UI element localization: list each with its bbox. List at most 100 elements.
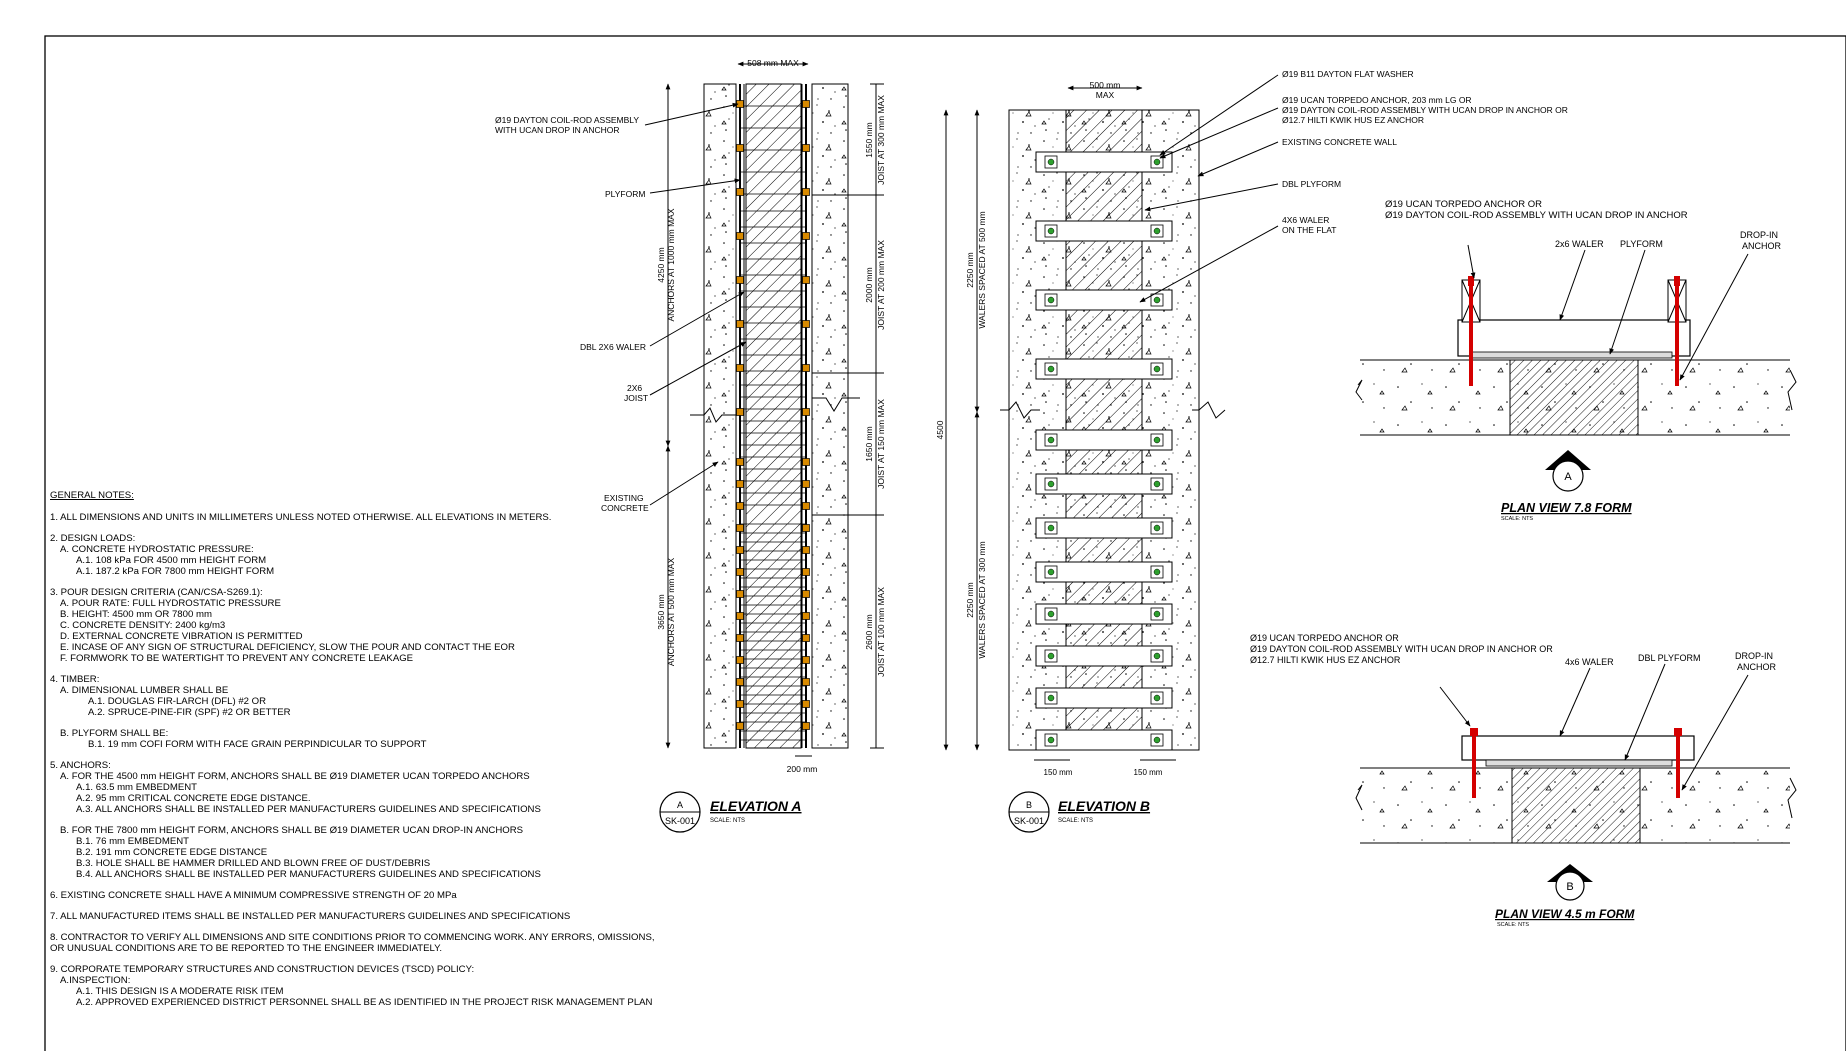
plan-a-dropin-2: ANCHOR [1742, 241, 1782, 251]
note-line: A. DIMENSIONAL LUMBER SHALL BE [60, 685, 229, 696]
general-notes-heading: GENERAL NOTES: [50, 490, 134, 501]
waler-bar [1035, 429, 1173, 451]
anchor-markers [736, 100, 810, 730]
label-joist-1: 2X6 [627, 383, 642, 393]
leader-line [1197, 141, 1279, 177]
note-line: 6. EXISTING CONCRETE SHALL HAVE A MINIMU… [50, 890, 457, 901]
note-line: A.1. THIS DESIGN IS A MODERATE RISK ITEM [76, 986, 284, 997]
note-section: 5. ANCHORS:A. FOR THE 4500 mm HEIGHT FOR… [50, 760, 690, 880]
view-marker [1545, 450, 1591, 470]
waler-bar [1035, 289, 1173, 311]
note-line: B.1. 76 mm EMBEDMENT [76, 836, 190, 847]
anchor-marker [802, 480, 810, 488]
anchor-marker [802, 188, 810, 196]
break-line [690, 407, 736, 423]
note-line: 2. DESIGN LOADS: [50, 533, 136, 544]
waler-box [1457, 319, 1691, 357]
plan-b-note-3: Ø12.7 HILTI KWIK HUS EZ ANCHOR [1250, 655, 1401, 665]
anchor-marker [802, 590, 810, 598]
leader-line [1679, 253, 1749, 381]
anchor-bolt [1153, 365, 1161, 373]
anchor-marker [802, 634, 810, 642]
leader-line [1559, 667, 1591, 737]
leader-line [1439, 686, 1471, 727]
anchor-bolt [1153, 568, 1161, 576]
note-line: A.2. 95 mm CRITICAL CONCRETE EDGE DISTAN… [76, 793, 311, 804]
plan-b-title: PLAN VIEW 4.5 m FORM [1495, 907, 1635, 921]
note-line: 1. ALL DIMENSIONS AND UNITS IN MILLIMETE… [50, 512, 552, 523]
leader-line [649, 461, 719, 506]
right-dim-3b: JOIST AT 150 mm MAX [876, 399, 886, 489]
plan-b-note-1: Ø19 UCAN TORPEDO ANCHOR OR [1250, 633, 1399, 643]
label-existing-1: EXISTING [604, 493, 644, 503]
plan-b-dropin-1: DROP-IN [1735, 651, 1773, 661]
right-dim-ticks [812, 83, 884, 749]
leader-line [644, 102, 739, 126]
anchor-bolt [1047, 227, 1055, 235]
left-dim-lower-2: ANCHORS AT 500 mm MAX [666, 558, 676, 667]
note-section: 6. EXISTING CONCRETE SHALL HAVE A MINIMU… [50, 890, 690, 901]
pour-hatch [1509, 359, 1639, 436]
waler-box [1461, 735, 1695, 761]
leader-line [1467, 244, 1476, 279]
dim-top-2: MAX [1096, 90, 1115, 100]
anchor-right [1674, 728, 1682, 798]
existing-concrete-right [811, 83, 849, 749]
leader-line [1159, 107, 1279, 159]
elevation-b-title: ELEVATION B [1058, 798, 1150, 814]
anchor-bolt [1047, 610, 1055, 618]
anchor-bolt [1047, 296, 1055, 304]
callout-sheet: SK-001 [1014, 816, 1044, 826]
waler-bar [1035, 151, 1173, 173]
general-notes: GENERAL NOTES: 1. ALL DIMENSIONS AND UNI… [50, 490, 690, 1018]
anchor-bolt [1047, 158, 1055, 166]
anchor-marker [802, 458, 810, 466]
anchor-bolt [1047, 480, 1055, 488]
dim-top-text: 508 mm MAX [747, 58, 799, 68]
leader-line [1144, 183, 1279, 212]
break-line [1787, 369, 1797, 411]
label-anchor-1: Ø19 UCAN TORPEDO ANCHOR, 203 mm LG OR [1282, 95, 1472, 105]
waler-bar [1035, 517, 1173, 539]
anchor-bolt [1047, 736, 1055, 744]
anchor-marker [736, 232, 744, 240]
dim-left-b: 150 mm [1134, 768, 1163, 777]
plan-b-plyform: DBL PLYFORM [1638, 653, 1701, 663]
anchor-marker [736, 722, 744, 730]
view-marker-letter: A [1564, 471, 1572, 483]
right-dim-4b: JOIST AT 100 mm MAX [876, 587, 886, 677]
note-line: B.4. ALL ANCHORS SHALL BE INSTALLED PER … [76, 869, 541, 880]
waler-bars [1035, 151, 1173, 751]
anchor-marker [802, 656, 810, 664]
right-dim-2a: 2000 mm [864, 267, 874, 302]
label-waler-2: ON THE FLAT [1282, 225, 1336, 235]
anchor-assembly-right [1667, 276, 1687, 386]
waler-bar [1035, 687, 1173, 709]
anchor-marker [736, 546, 744, 554]
note-line: 5. ANCHORS: [50, 760, 111, 771]
note-section: 1. ALL DIMENSIONS AND UNITS IN MILLIMETE… [50, 512, 690, 523]
elevation-b: 500 mm MAX 4500 2250 mm WALERS SPACED AT… [935, 69, 1568, 833]
upper-dim-1: 2250 mm [965, 252, 975, 287]
anchor-marker [802, 722, 810, 730]
leader-line [1159, 74, 1279, 156]
waler-bar [1035, 603, 1173, 625]
right-dim-2b: JOIST AT 200 mm MAX [876, 240, 886, 330]
joist-lines [740, 105, 806, 741]
anchor-marker [802, 144, 810, 152]
note-section: 4. TIMBER:A. DIMENSIONAL LUMBER SHALL BE… [50, 674, 690, 750]
leader-line [1559, 249, 1586, 321]
view-marker-circle [1555, 871, 1585, 901]
anchor-bolt [1047, 694, 1055, 702]
anchor-bolt [1047, 365, 1055, 373]
note-line: A. FOR THE 4500 mm HEIGHT FORM, ANCHORS … [60, 771, 530, 782]
anchor-marker [736, 590, 744, 598]
waler-bar [1035, 645, 1173, 667]
note-line: A.1. 108 kPa FOR 4500 mm HEIGHT FORM [76, 555, 267, 566]
anchor-marker [736, 188, 744, 196]
note-line: C. CONCRETE DENSITY: 2400 kg/m3 [60, 620, 226, 631]
note-section: 3. POUR DESIGN CRITERIA (CAN/CSA-S269.1)… [50, 587, 690, 664]
note-line: 8. CONTRACTOR TO VERIFY ALL DIMENSIONS A… [50, 932, 655, 943]
anchor-bolt [1153, 158, 1161, 166]
label-coil-rod-1: Ø19 DAYTON COIL-ROD ASSEMBLY [495, 115, 639, 125]
